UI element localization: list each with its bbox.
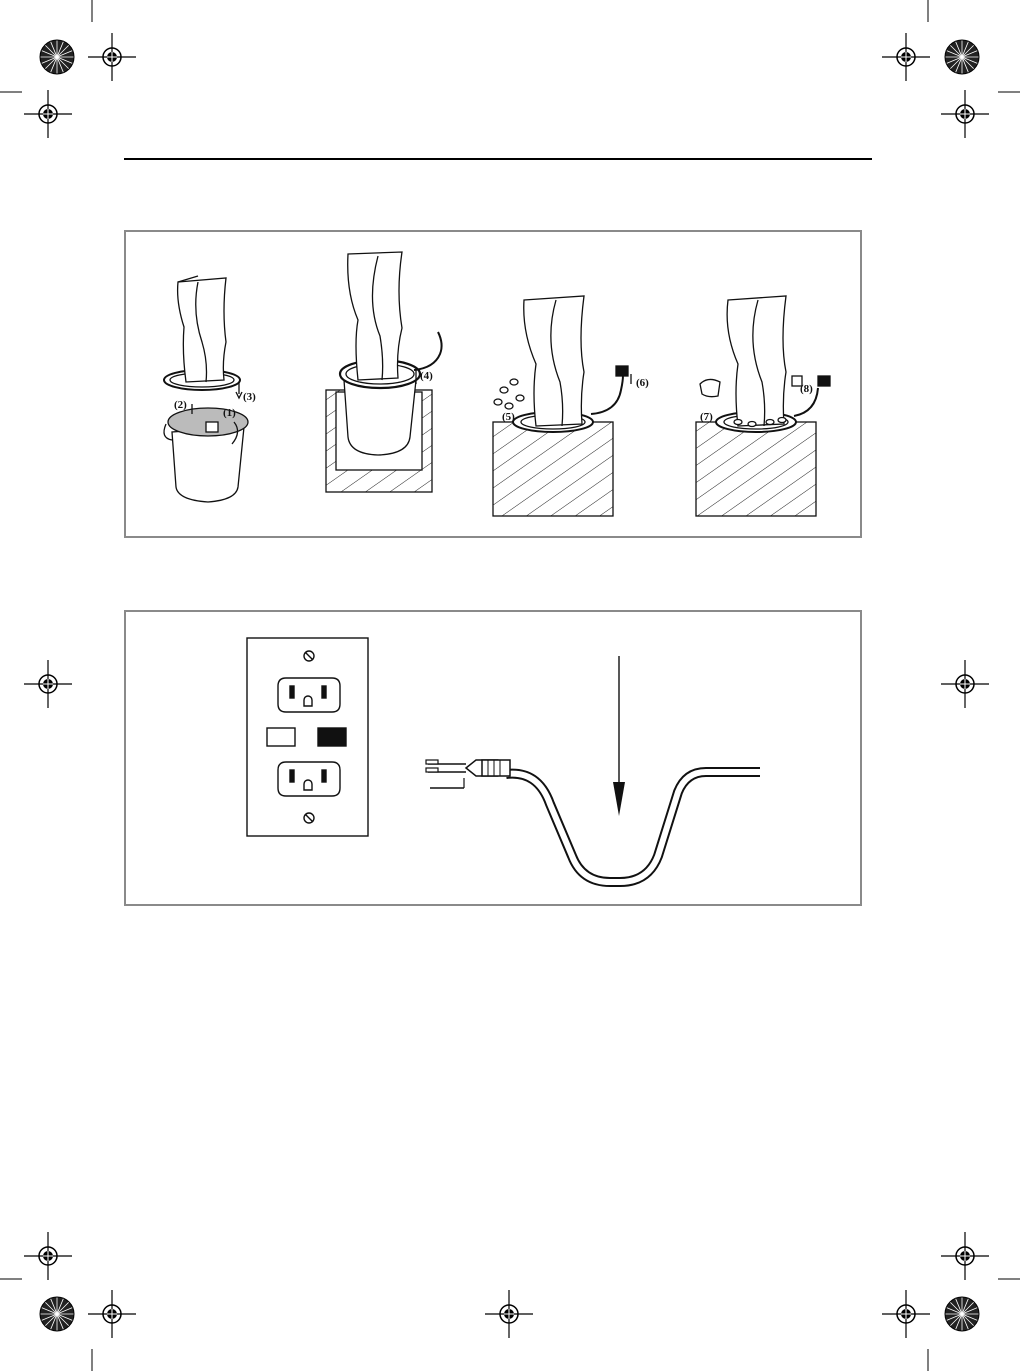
calibration-starburst-icon: [40, 1297, 74, 1331]
step-label-5: (5): [502, 411, 515, 423]
registration-crosshair-icon: [882, 1290, 930, 1338]
drip-loop-arrow: [613, 656, 625, 816]
registration-crosshair-icon: [24, 660, 72, 708]
step-label-7: (7): [700, 411, 713, 423]
registration-crosshair-icon: [24, 1232, 72, 1280]
step-label-2: (2): [174, 399, 187, 411]
outlet-figure-frame: [124, 610, 862, 906]
step-label-4: (4): [420, 370, 433, 382]
calibration-starburst-icon: [945, 40, 979, 74]
registration-crosshair-icon: [941, 90, 989, 138]
registration-crosshair-icon: [88, 1290, 136, 1338]
outlet-cord-illustration: [126, 612, 864, 908]
step-panel-1: [164, 276, 248, 502]
installation-figure-frame: (3) (2) (1) (4): [124, 230, 862, 538]
step-panel-3: [493, 296, 631, 516]
step-label-1: (1): [223, 407, 236, 419]
registration-crosshair-icon: [882, 33, 930, 81]
registration-crosshair-icon: [24, 90, 72, 138]
registration-crosshair-icon: [941, 1232, 989, 1280]
registration-crosshair-icon: [941, 660, 989, 708]
calibration-starburst-icon: [945, 1297, 979, 1331]
registration-crosshair-icon: [88, 33, 136, 81]
step-label-6: (6): [636, 377, 649, 389]
step-label-8: (8): [800, 383, 813, 395]
calibration-starburst-icon: [40, 40, 74, 74]
step-label-3: (3): [243, 391, 256, 403]
step-panel-4: [696, 296, 830, 516]
installation-illustration: (3) (2) (1) (4): [126, 232, 864, 540]
power-cord-with-plug: [426, 760, 760, 882]
wall-outlet-plate: [247, 638, 368, 836]
registration-crosshair-icon: [485, 1290, 533, 1338]
